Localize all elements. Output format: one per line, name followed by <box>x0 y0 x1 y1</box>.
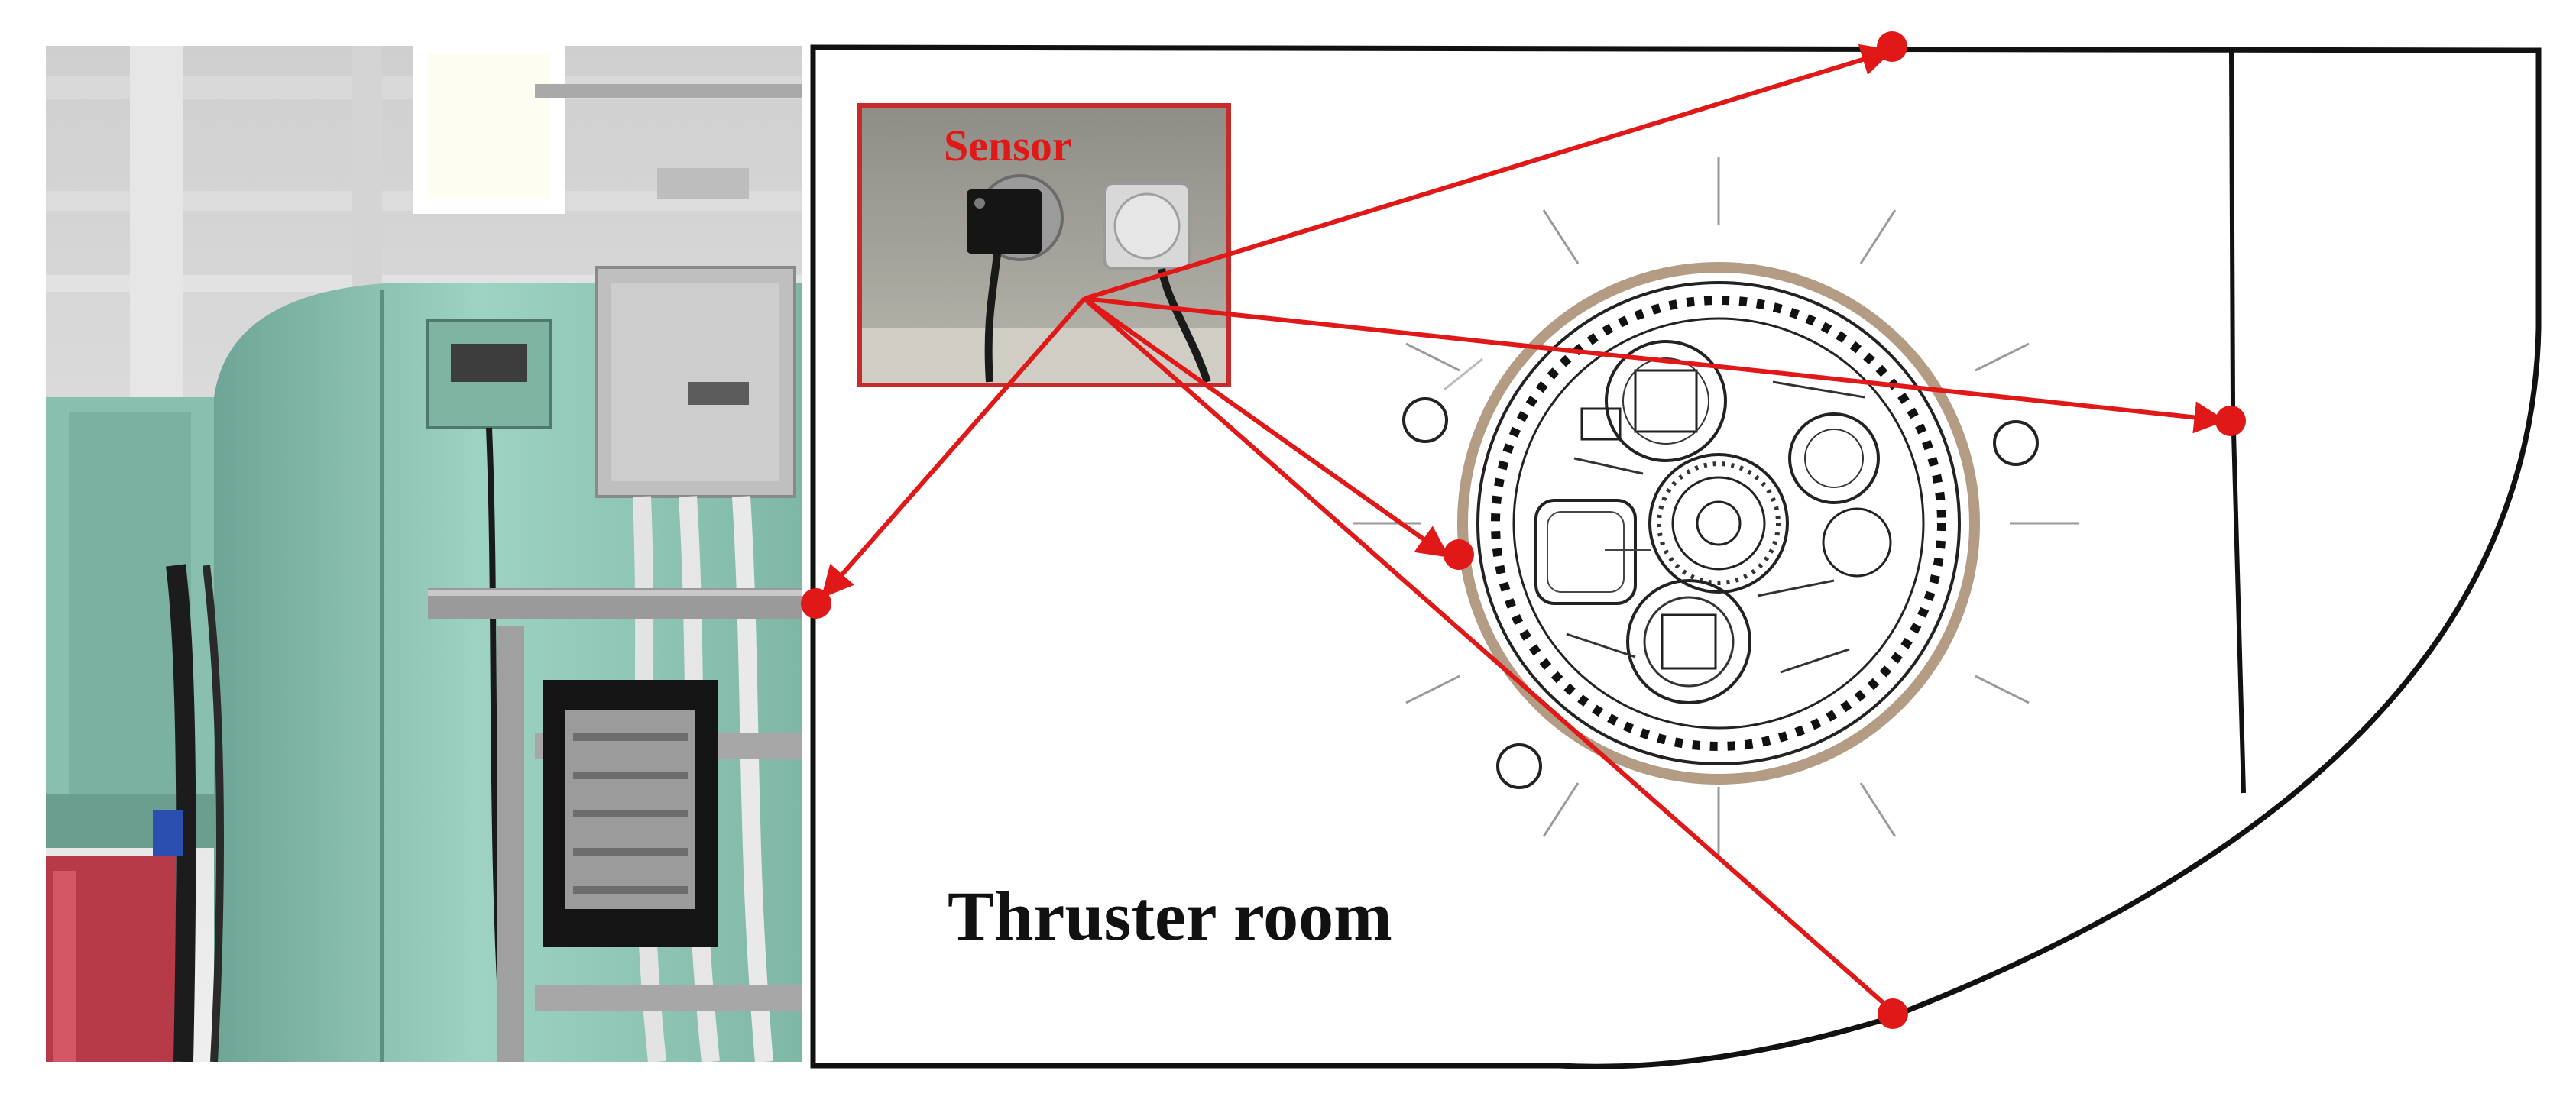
sensor-label: Sensor <box>944 121 1072 170</box>
arrow-to-thruster <box>1083 296 1450 558</box>
point-bulkhead <box>2215 406 2246 436</box>
point-left-hull <box>801 588 831 619</box>
measurement-points <box>801 31 2246 1029</box>
arrow-to-top <box>1084 44 1894 301</box>
room-label: Thruster room <box>948 877 1392 955</box>
arrow-to-left-hull <box>821 297 1087 599</box>
bulkhead-line <box>2229 50 2246 794</box>
arrow-to-bulkhead <box>1084 296 2227 434</box>
point-top-hull <box>1877 31 1907 62</box>
sensor-arrows <box>821 44 2227 1012</box>
point-thruster-ring <box>1444 539 1474 570</box>
thruster-drawing <box>1353 157 2079 856</box>
arrow-to-bottom <box>1083 296 1893 1012</box>
sensor-inset: Sensor <box>857 103 1231 387</box>
machinery-photo <box>46 46 802 1062</box>
point-bottom-hull <box>1878 998 1908 1029</box>
